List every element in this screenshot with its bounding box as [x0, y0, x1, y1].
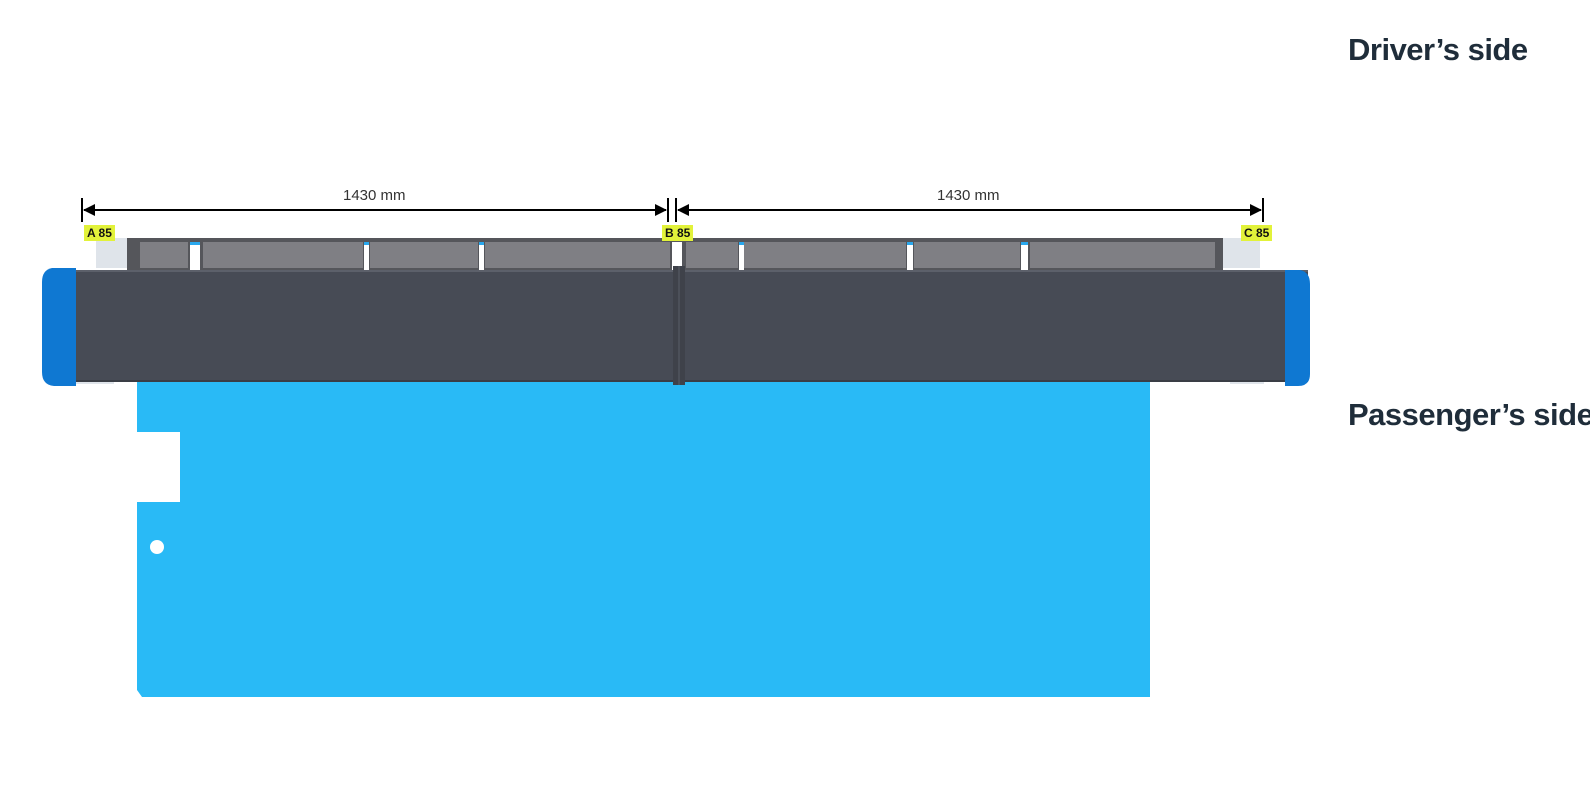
left-bracket: [96, 238, 128, 268]
dimension-label-1: 1430 mm: [343, 187, 406, 204]
rack-top-rail-segments: [140, 242, 1215, 268]
rail-clips: [190, 242, 1028, 270]
left-end-cap: [42, 268, 76, 386]
rail-segment: [686, 242, 738, 268]
dimension-label-2: 1430 mm: [937, 187, 1000, 204]
mount-tag-b: B 85: [662, 225, 694, 241]
passenger-side-label: Passenger’s side: [1348, 397, 1590, 432]
rail-segment: [1030, 242, 1215, 268]
rail-segment: [140, 242, 188, 268]
right-end-cap: [1285, 270, 1310, 386]
mount-tag-a: A 85: [84, 225, 115, 241]
vehicle-roof: [137, 382, 1150, 697]
driver-side-label: Driver’s side: [1348, 32, 1528, 67]
roof-hole: [150, 540, 164, 554]
rail-segment: [203, 242, 363, 268]
mount-tag-c: C 85: [1241, 225, 1273, 241]
rail-segment: [914, 242, 1020, 268]
rail-segment: [370, 242, 478, 268]
right-bracket: [1220, 238, 1260, 268]
rack-main-bar: [74, 270, 1308, 381]
rail-segment: [485, 242, 670, 268]
rail-segment: [744, 242, 906, 268]
